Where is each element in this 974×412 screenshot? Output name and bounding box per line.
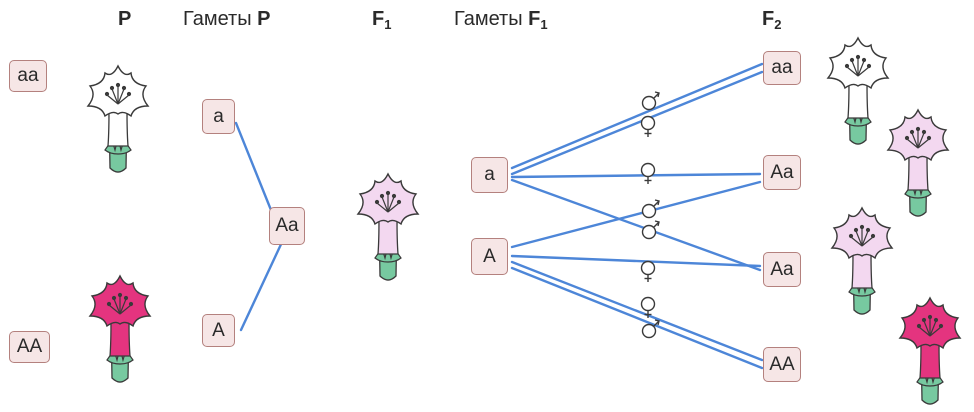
line-A-to-AA-upper bbox=[510, 260, 764, 362]
genotype-f1-Aa: Aa bbox=[269, 207, 305, 245]
genotype-p-AA: AA bbox=[9, 331, 50, 363]
gamete-p-a: a bbox=[202, 99, 235, 134]
female-symbol-2 bbox=[640, 162, 656, 184]
male-symbol-2 bbox=[641, 199, 660, 219]
header-gametes-f1: Гаметы F1 bbox=[454, 8, 548, 32]
header-p: P bbox=[118, 8, 132, 30]
female-symbol-4 bbox=[640, 296, 656, 318]
flower-f2-pink-2 bbox=[831, 207, 893, 315]
genotype-f2-Aa-1: Aa bbox=[763, 155, 801, 190]
male-symbol-3 bbox=[641, 220, 660, 240]
flower-f2-red bbox=[899, 297, 961, 405]
flower-f2-pink-1 bbox=[887, 109, 949, 217]
header-gametes-p: Гаметы P bbox=[183, 8, 271, 30]
line-a-to-Aa-2 bbox=[510, 178, 762, 272]
line-a-to-Aa-1 bbox=[510, 172, 762, 179]
male-symbol-1 bbox=[641, 91, 660, 111]
gamete-f1-a: a bbox=[471, 157, 508, 193]
header-f1: F1 bbox=[372, 8, 392, 32]
female-symbol-3 bbox=[640, 260, 656, 282]
genotype-f2-Aa-2: Aa bbox=[763, 252, 801, 287]
gamete-f1-A: A bbox=[471, 238, 508, 275]
header-f2: F2 bbox=[762, 8, 782, 32]
line-A-to-AA-lower bbox=[510, 266, 764, 370]
flower-p-red bbox=[89, 275, 151, 383]
line-a-to-aa-lower bbox=[510, 70, 764, 176]
genotype-f2-AA: AA bbox=[763, 347, 801, 382]
genotype-p-aa: aa bbox=[9, 60, 47, 92]
line-a-to-aa-upper bbox=[510, 62, 764, 170]
genotype-f2-aa: aa bbox=[763, 51, 801, 85]
gamete-p-A: A bbox=[202, 314, 235, 347]
line-gamete-A-to-f1 bbox=[239, 238, 285, 332]
male-symbol-4 bbox=[641, 319, 660, 339]
flower-p-white bbox=[87, 65, 149, 173]
line-A-to-Aa-2 bbox=[510, 254, 762, 268]
flower-f2-white bbox=[827, 37, 889, 145]
line-A-to-Aa-1 bbox=[510, 180, 762, 249]
flower-f1-pink bbox=[357, 173, 419, 281]
line-gamete-a-to-f1 bbox=[234, 121, 277, 222]
female-symbol-1 bbox=[640, 115, 656, 137]
